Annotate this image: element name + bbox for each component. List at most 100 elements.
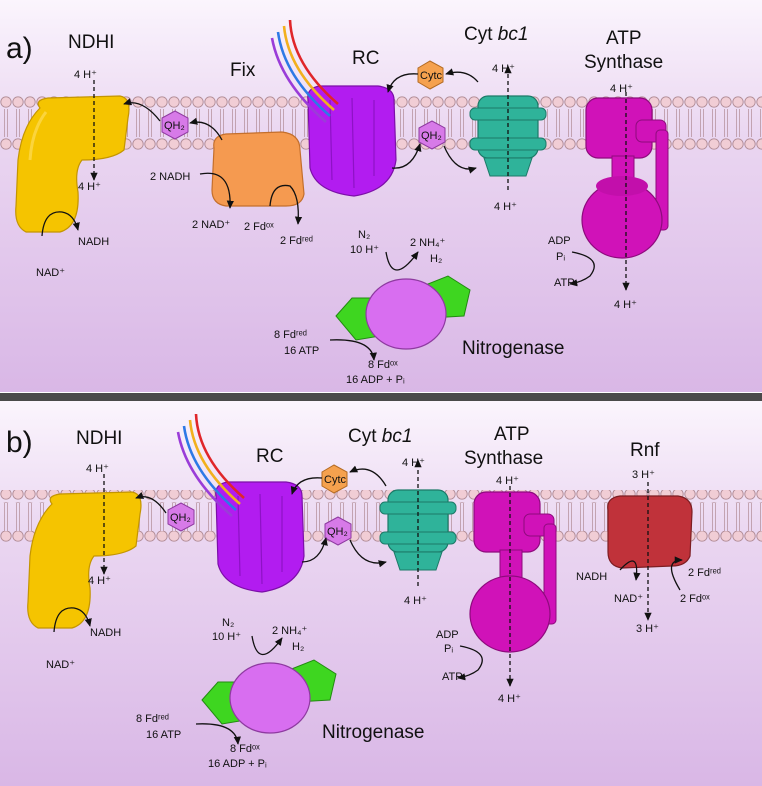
h2-label-b: H₂ bbox=[292, 641, 304, 653]
qh2-to-cyt-arrow-b bbox=[349, 539, 387, 568]
atp-synthase-title-b-1: ATP bbox=[494, 424, 530, 445]
atp-atp-label-b: ATP bbox=[442, 671, 463, 683]
cytc-label: Cytc bbox=[420, 70, 443, 82]
ndhi-h-top-b: 4 H⁺ bbox=[86, 463, 109, 475]
qh2-to-ndhi-arrow-b bbox=[135, 492, 167, 514]
rc-to-qh2-arrow bbox=[391, 143, 422, 169]
fix-fd-ox-label: 2 Fdᵒˣ bbox=[244, 221, 274, 233]
ndhi-title-b: NDHI bbox=[76, 428, 122, 449]
nitrogenase-title-b: Nitrogenase bbox=[322, 722, 424, 743]
panel-a-label: a) bbox=[6, 32, 33, 65]
fd-red-8-label-b: 8 Fdʳᵉᵈ bbox=[136, 713, 169, 725]
atp-h-bottom: 4 H⁺ bbox=[614, 299, 637, 311]
atp-pi-label-b: Pᵢ bbox=[444, 643, 453, 655]
fix-title: Fix bbox=[230, 60, 256, 81]
nitrogenase-complex bbox=[335, 275, 471, 350]
fix-nadh-label: 2 NADH bbox=[150, 171, 190, 183]
rnf-fd-red-label: 2 Fdʳᵉᵈ bbox=[688, 567, 721, 579]
cytc-label-b: Cytc bbox=[324, 474, 347, 486]
atp-h-top-b: 4 H⁺ bbox=[496, 475, 519, 487]
panel-a: a) NDHI Fix RC Cyt bc1 ATP Synthase Nitr… bbox=[0, 0, 762, 392]
cyt-to-cytc-arrow-b bbox=[349, 465, 387, 487]
atp-formation-arrow-b bbox=[457, 645, 483, 681]
fd-red-8-label: 8 Fdʳᵉᵈ bbox=[274, 329, 307, 341]
qh2-label-b1: QH₂ bbox=[170, 512, 191, 524]
ndhi-h-bottom: 4 H⁺ bbox=[78, 181, 101, 193]
nh4-label-b: 2 NH₄⁺ bbox=[272, 625, 308, 637]
atp-16-label-b: 16 ATP bbox=[146, 729, 181, 741]
cytc-carrier bbox=[417, 60, 444, 90]
qh2-hexagon-2 bbox=[418, 120, 446, 150]
cyt-h-bottom-b: 4 H⁺ bbox=[404, 595, 427, 607]
ndhi-nadh-label-b: NADH bbox=[90, 627, 121, 639]
qh2-to-ndhi-arrow bbox=[123, 98, 161, 122]
rnf-title: Rnf bbox=[630, 440, 660, 461]
atp-synthase-complex-b bbox=[469, 491, 557, 653]
rnf-h-bottom: 3 H⁺ bbox=[636, 623, 659, 635]
nitrogenase-complex-b bbox=[201, 659, 337, 734]
atp-formation-arrow bbox=[569, 251, 595, 287]
rc-title: RC bbox=[352, 48, 379, 69]
cyt-h-bottom: 4 H⁺ bbox=[494, 201, 517, 213]
n2-fixation-arrow-b bbox=[251, 635, 283, 656]
n2-label: N₂ bbox=[358, 229, 370, 241]
light-rays bbox=[270, 19, 339, 123]
atp-adp-label-b: ADP bbox=[436, 629, 459, 641]
rnf-fd-ox-label: 2 Fdᵒˣ bbox=[680, 593, 710, 605]
fix-fd-red-label: 2 Fdʳᵉᵈ bbox=[280, 235, 313, 247]
atp-pi-label: Pᵢ bbox=[556, 251, 565, 263]
ndhi-complex bbox=[15, 95, 130, 233]
fd-ox-8-label: 8 Fdᵒˣ bbox=[368, 359, 398, 371]
cyt-bc1-title-b: Cyt bc1 bbox=[348, 426, 412, 447]
panel-b-background bbox=[0, 401, 762, 786]
qh2-to-cyt-arrow bbox=[443, 145, 477, 174]
ndhi-title: NDHI bbox=[68, 32, 114, 53]
atp-16-label: 16 ATP bbox=[284, 345, 319, 357]
rc-to-qh2-arrow-b bbox=[301, 537, 328, 563]
cytc-to-rc-arrow bbox=[386, 73, 419, 93]
rnf-complex bbox=[607, 495, 693, 569]
atp-synthase-complex bbox=[581, 97, 669, 259]
qh2-label-b2: QH₂ bbox=[327, 526, 348, 538]
rnf-fd-arrow bbox=[670, 556, 683, 591]
fd-atp-consumption-arrow-b bbox=[195, 723, 241, 745]
adp-16-label-b: 16 ADP + Pᵢ bbox=[208, 758, 267, 770]
adp-16-label: 16 ADP + Pᵢ bbox=[346, 374, 405, 386]
rnf-nadh-arrow bbox=[619, 560, 641, 581]
ndhi-nadh-label: NADH bbox=[78, 236, 109, 248]
cyt-h-top: 4 H⁺ bbox=[492, 63, 515, 75]
qh2-label-2: QH₂ bbox=[421, 130, 442, 142]
h2-label: H₂ bbox=[430, 253, 442, 265]
atp-atp-label: ATP bbox=[554, 277, 575, 289]
fd-atp-consumption-arrow bbox=[329, 339, 377, 361]
cyt-h-top-b: 4 H⁺ bbox=[402, 457, 425, 469]
rc-title-b: RC bbox=[256, 446, 283, 467]
cytc-carrier-b bbox=[321, 464, 348, 494]
atp-h-top: 4 H⁺ bbox=[610, 83, 633, 95]
n2-fixation-arrow bbox=[385, 251, 419, 271]
cyt-bc1-title: Cyt bc1 bbox=[464, 24, 528, 45]
atp-h-bottom-b: 4 H⁺ bbox=[498, 693, 521, 705]
fix-fd-arrow bbox=[269, 184, 303, 225]
rnf-nadh-label: NADH bbox=[576, 571, 607, 583]
panel-divider bbox=[0, 393, 762, 401]
ndhi-nad-arrow-b bbox=[53, 607, 92, 633]
light-rays-b bbox=[176, 413, 245, 517]
h10-label-b: 10 H⁺ bbox=[212, 631, 241, 643]
fd-ox-8-label-b: 8 Fdᵒˣ bbox=[230, 743, 260, 755]
atp-synthase-title-2: Synthase bbox=[584, 52, 663, 73]
nitrogenase-title: Nitrogenase bbox=[462, 338, 564, 359]
qh2-hexagon-b1 bbox=[167, 502, 195, 532]
ndhi-nad-arrow bbox=[41, 211, 80, 237]
ndhi-h-bottom-b: 4 H⁺ bbox=[88, 575, 111, 587]
cyt-to-cytc-arrow bbox=[445, 68, 479, 83]
rnf-nad-label: NAD⁺ bbox=[614, 593, 643, 605]
qh2-label-1: QH₂ bbox=[164, 120, 185, 132]
atp-synthase-title-b-2: Synthase bbox=[464, 448, 543, 469]
fix-to-qh2-arrow bbox=[189, 117, 223, 141]
ndhi-complex-b bbox=[27, 491, 142, 629]
fix-complex bbox=[211, 131, 305, 207]
panel-b: b) NDHI RC Cyt bc1 ATP Synthase Rnf Nitr… bbox=[0, 401, 762, 786]
ndhi-h-top: 4 H⁺ bbox=[74, 69, 97, 81]
